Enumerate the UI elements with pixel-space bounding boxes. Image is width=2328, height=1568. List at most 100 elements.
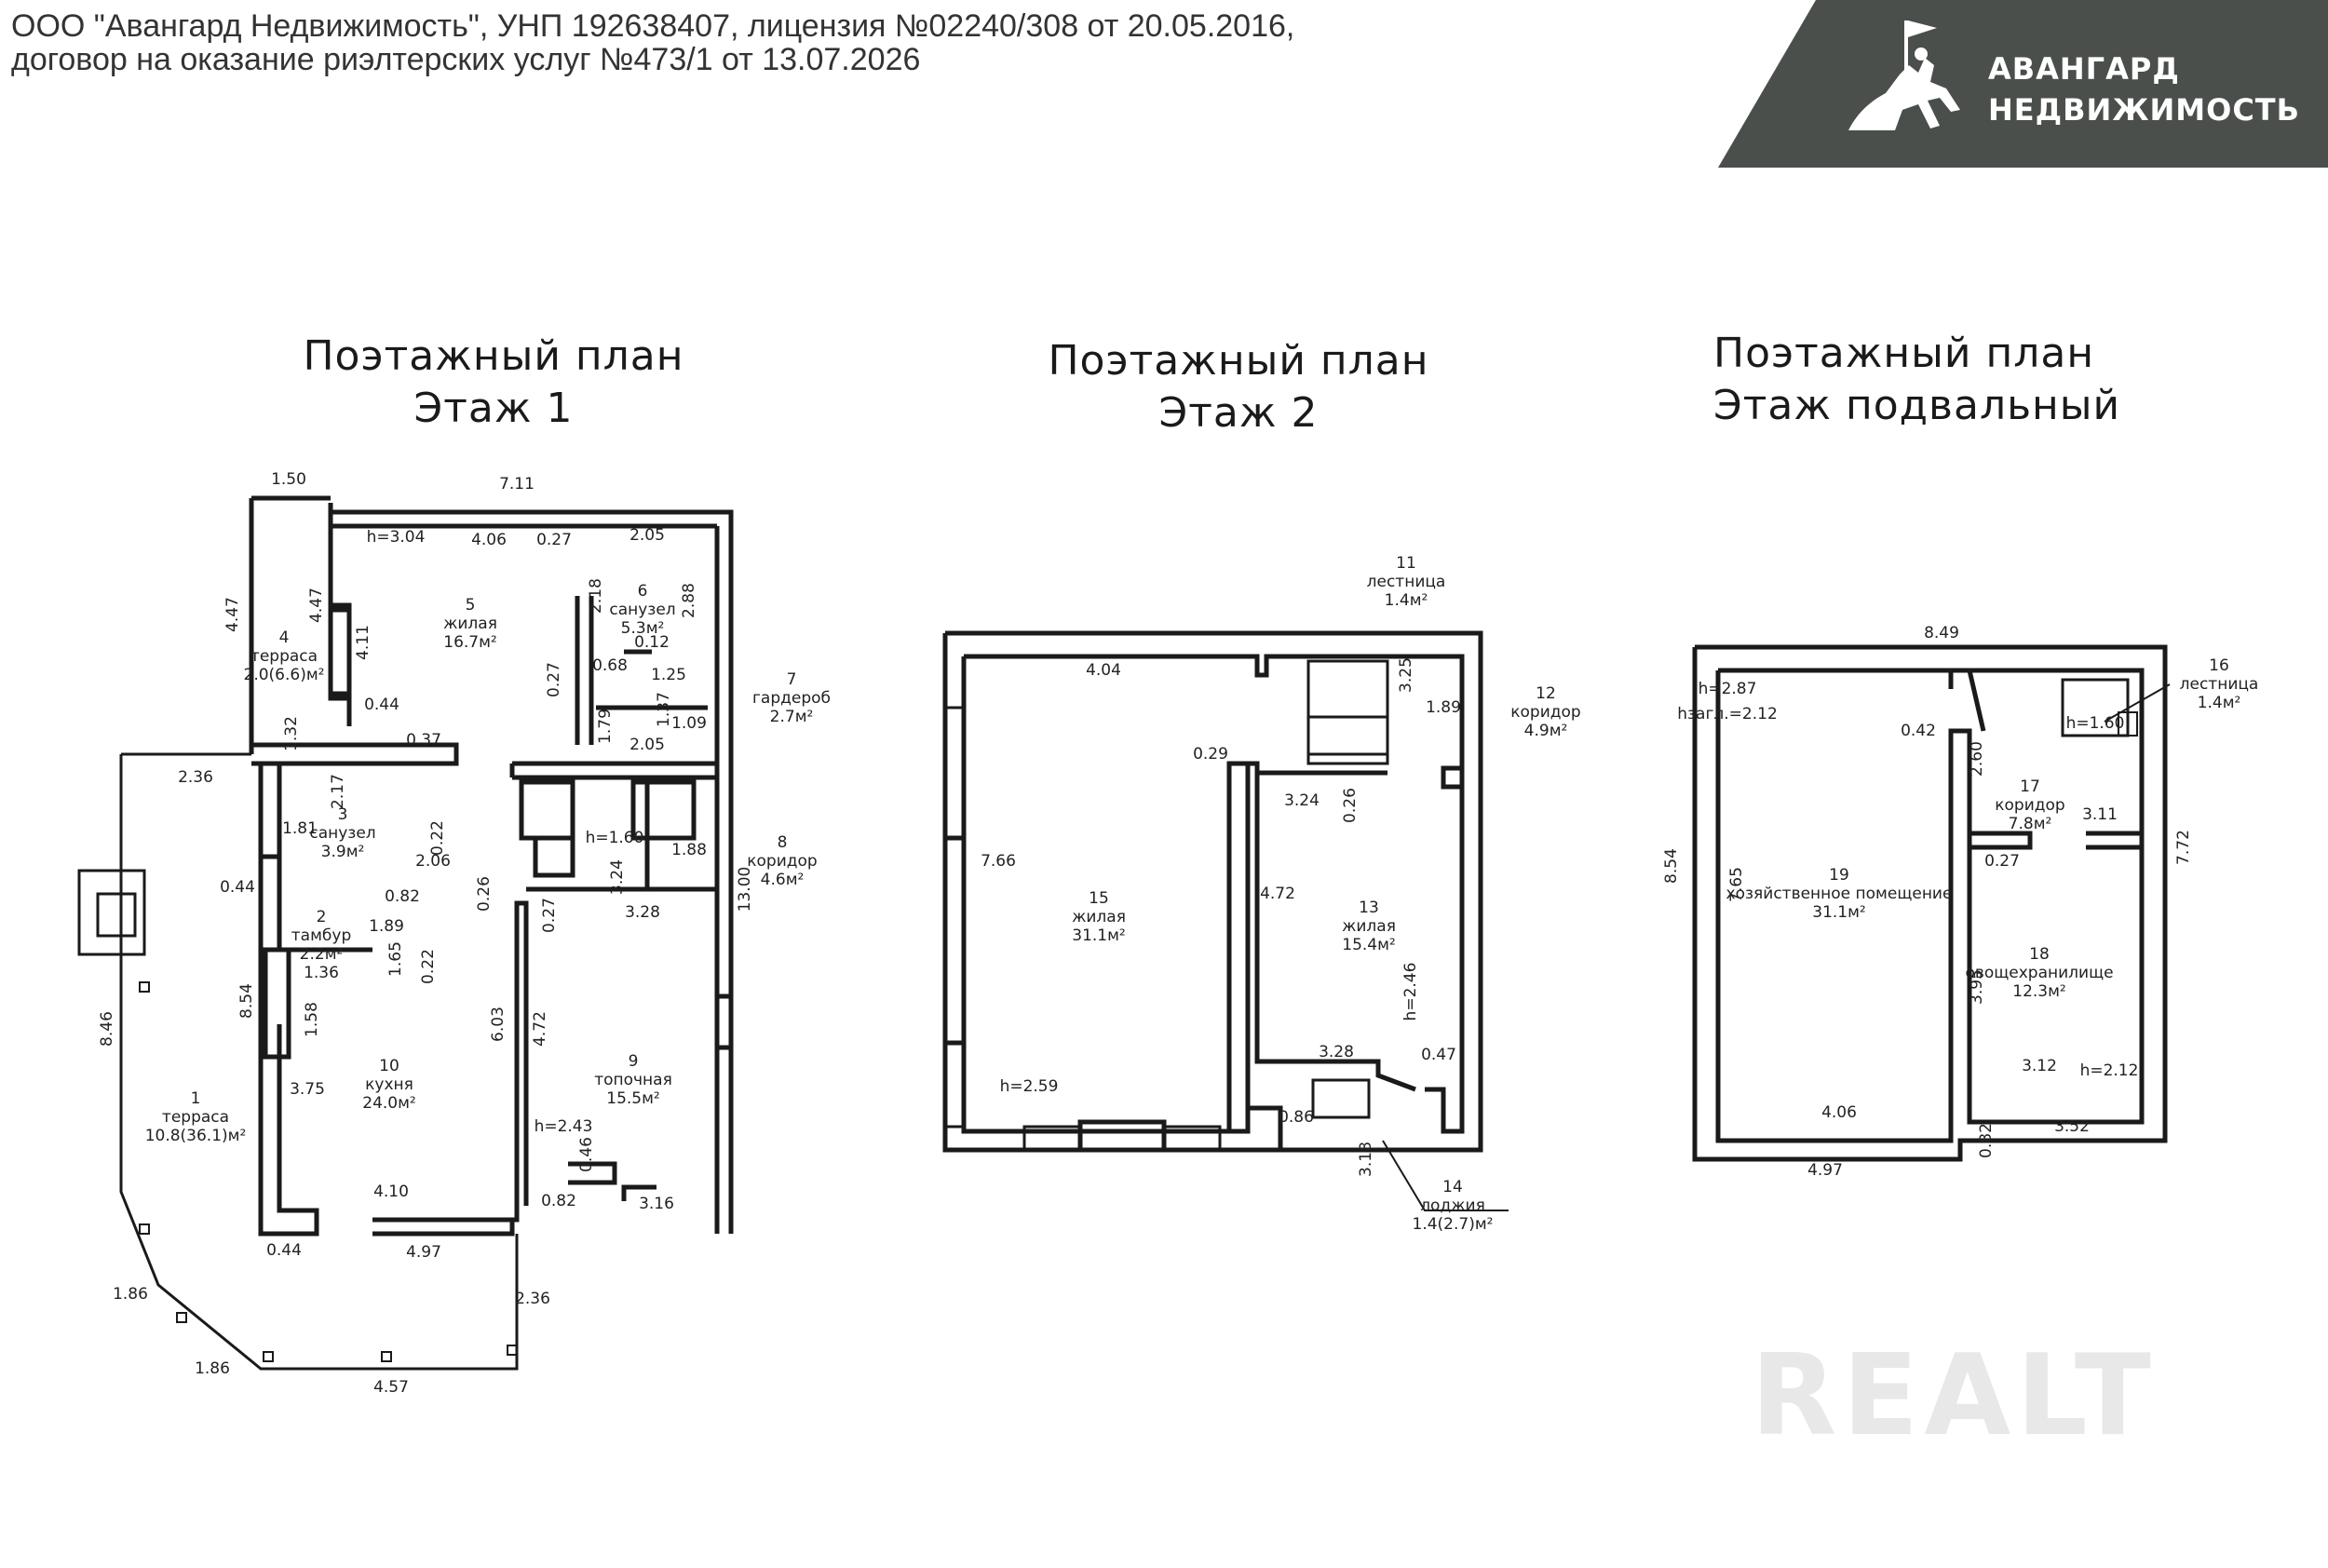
room-10-area: 24.0м²	[362, 1094, 416, 1113]
dimension-label: h=2.46	[1401, 963, 1420, 1021]
dimension-label: 1.32	[282, 716, 301, 751]
dimension-label: 0.68	[592, 656, 628, 675]
dimension-label: 4.57	[373, 1378, 409, 1397]
room-19-area: 31.1м²	[1812, 903, 1866, 922]
dimension-label: 4.11	[354, 625, 372, 660]
dimension-label: 1.86	[113, 1285, 148, 1304]
dimension-label: h=2.12	[2080, 1061, 2139, 1080]
dimension-label: 8.54	[237, 983, 256, 1019]
dimension-label: 2.06	[415, 852, 451, 871]
room-9-num: 9	[629, 1052, 639, 1071]
room-13-name: жилая	[1342, 917, 1396, 936]
room-3-num: 3	[338, 805, 348, 824]
agency-logo: АВАНГАРД НЕДВИЖИМОСТЬ	[1718, 0, 2328, 168]
dimension-label: 0.27	[536, 531, 572, 549]
room-13-area: 15.4м²	[1342, 936, 1396, 954]
dimension-label: 4.47	[223, 597, 242, 632]
dimension-label: 0.37	[406, 731, 441, 750]
dimension-label: 8.49	[1924, 624, 1959, 642]
room-6-num: 6	[638, 582, 648, 601]
dimension-label: 8.46	[98, 1011, 116, 1047]
room-17-name: коридор	[1995, 796, 2064, 815]
dimension-label: 13.00	[736, 867, 754, 912]
room-13-num: 13	[1359, 899, 1379, 917]
floor-1-plan	[77, 495, 734, 1371]
room-6-area: 5.3м²	[621, 619, 665, 638]
agency-legal-line-1: ООО "Авангард Недвижимость", УНП 1926384…	[11, 8, 1295, 44]
dimension-label: 4.72	[1260, 885, 1295, 903]
dimension-label: 0.27	[545, 662, 563, 697]
room-14-num: 14	[1442, 1178, 1463, 1196]
room-19-name: хозяйственное помещение	[1726, 885, 1953, 903]
dimension-label: 3.52	[2054, 1117, 2090, 1136]
room-8-name: коридор	[747, 852, 817, 871]
room-15-num: 15	[1089, 889, 1109, 908]
room-15-name: жилая	[1072, 908, 1126, 926]
room-1-num: 1	[191, 1089, 201, 1108]
dimension-label: 2.60	[1968, 741, 1986, 777]
dimension-label: 0.22	[428, 820, 447, 856]
logo-line-1: АВАНГАРД	[1988, 51, 2180, 87]
dimension-label: h=2.59	[1000, 1077, 1059, 1096]
dimension-label: 1.65	[386, 941, 405, 977]
room-8-num: 8	[778, 833, 788, 852]
room-10-num: 10	[379, 1057, 399, 1075]
dimension-label: 3.18	[1357, 1142, 1375, 1177]
logo-line-2: НЕДВИЖИМОСТЬ	[1988, 92, 2301, 128]
dimension-label: 0.27	[540, 898, 559, 933]
dimension-label: hзагл.=2.12	[1677, 705, 1778, 723]
room-3-name: санузел	[309, 824, 375, 843]
room-2-name: тамбур	[291, 926, 351, 945]
room-4-name: терраса	[250, 647, 318, 666]
dimension-label: 0.12	[634, 633, 670, 652]
dimension-label: 7.11	[499, 475, 535, 493]
room-14-area: 1.4(2.7)м²	[1413, 1215, 1494, 1234]
room-12-num: 12	[1536, 684, 1556, 703]
room-17-area: 7.8м²	[2009, 815, 2052, 833]
dimension-label: 0.26	[1341, 788, 1360, 823]
dimension-label: 3.25	[1397, 657, 1415, 693]
agency-legal-line-2: договор на оказание риэлтерских услуг №4…	[11, 42, 921, 77]
dimension-label: 1.09	[671, 714, 707, 733]
dimension-label: 7.65	[1727, 867, 1746, 902]
plan-title-floor-1-line-1: Поэтажный план	[303, 332, 684, 380]
dimension-label: 0.27	[1984, 852, 2020, 871]
dimension-label: 2.17	[329, 774, 347, 809]
room-8-area: 4.6м²	[761, 871, 805, 889]
room-2-area: 2.2м²	[300, 945, 344, 964]
dimension-label: 6.03	[489, 1007, 508, 1042]
plan-title-floor-1: Поэтажный план Этаж 1	[279, 331, 708, 435]
floor-2-plan	[942, 630, 1509, 1211]
room-4-area: 2.0(6.6)м²	[244, 666, 325, 684]
dimension-label: 3.28	[1319, 1043, 1354, 1061]
dimension-label: 2.36	[515, 1290, 550, 1308]
room-9-name: топочная	[594, 1071, 672, 1089]
plan-title-basement-line-1: Поэтажный план	[1713, 330, 2095, 377]
dimension-label: 4.97	[406, 1243, 441, 1262]
dimension-label: 1.36	[304, 964, 339, 982]
dimension-label: 0.46	[577, 1137, 596, 1172]
dimension-label: 1.58	[303, 1002, 321, 1037]
dimension-label: 2.36	[178, 768, 213, 787]
dimension-label: 0.26	[475, 876, 494, 912]
dimension-label: 0.44	[220, 878, 255, 897]
dimension-label: 3.16	[639, 1195, 674, 1213]
room-17-num: 17	[2020, 777, 2040, 796]
plan-title-floor-1-line-2: Этаж 1	[413, 385, 574, 432]
room-7-name: гардероб	[752, 689, 831, 708]
dimension-label: 4.04	[1086, 661, 1121, 680]
dimension-label: 1.25	[651, 666, 686, 684]
room-15-area: 31.1м²	[1072, 926, 1126, 945]
dimension-label: 0.86	[1279, 1108, 1314, 1127]
dimension-label: 3.12	[2022, 1057, 2057, 1075]
dimension-label: 0.29	[1193, 745, 1228, 764]
room-16-area: 1.4м²	[2198, 694, 2241, 712]
room-10-name: кухня	[365, 1075, 413, 1094]
room-5-num: 5	[466, 596, 476, 615]
room-12-name: коридор	[1510, 703, 1580, 722]
dimension-label: 4.47	[307, 588, 326, 623]
room-18-num: 18	[2029, 945, 2050, 964]
realt-watermark: REALT	[1751, 1331, 2157, 1461]
room-4-num: 4	[279, 629, 290, 647]
